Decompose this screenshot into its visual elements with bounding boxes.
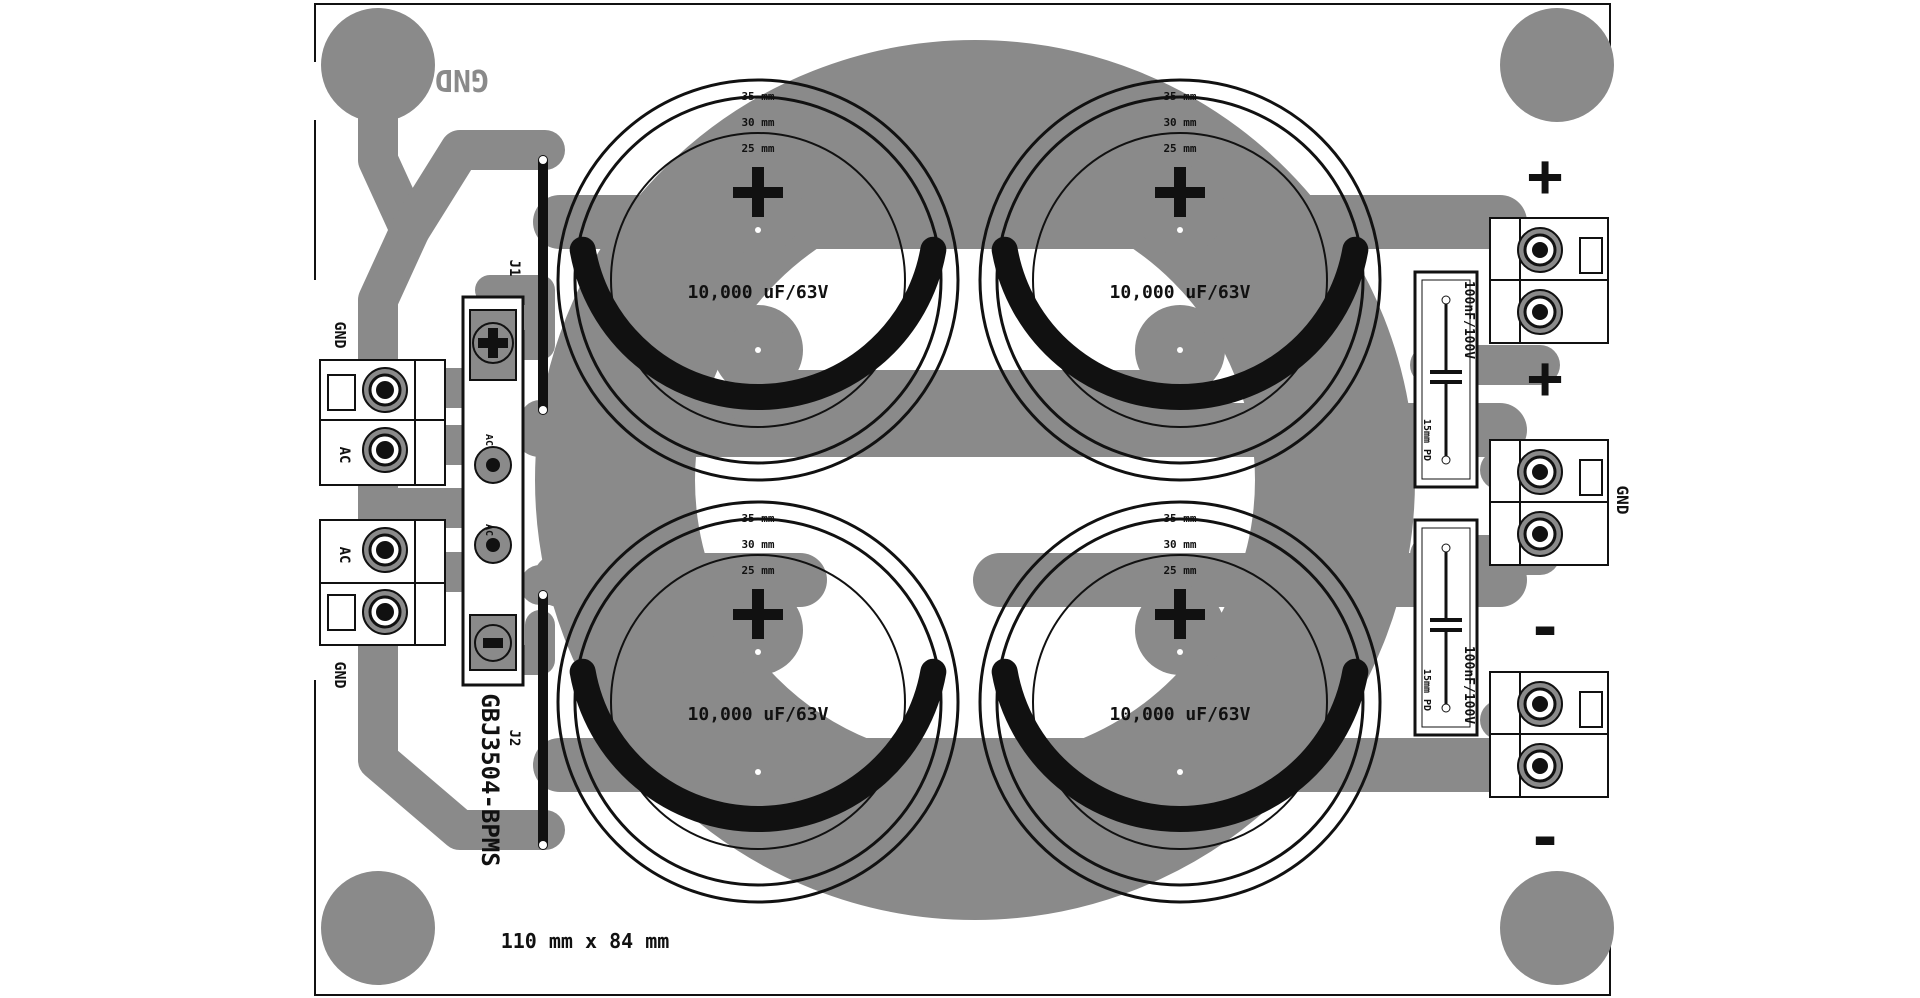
ring-label-outer: 35 mm [1163,512,1196,525]
cap-top-left: 35 mm 30 mm 25 mm 10,000 uF/63V [556,78,960,482]
ac-label-2: AC [336,547,352,564]
bridge-ac-label-1: AC [483,434,494,446]
cap-value-label: 10,000 uF/63V [1110,704,1251,725]
ring-label-inner: 25 mm [741,142,774,155]
ring-label-middle: 30 mm [1163,538,1196,551]
output-terminal-1 [1489,217,1609,344]
left-gnd-label-bottom: GND [331,661,349,688]
left-gnd-label-top: GND [331,321,349,348]
output-plus-label-1: + [1527,141,1563,211]
output-terminal-3 [1489,671,1609,798]
negative-band [991,658,1369,832]
film-capacitor-top [1413,270,1479,489]
output-connectors [1489,217,1609,798]
output-minus-label-1: - [1527,593,1563,663]
board-size-label: 110 mm x 84 mm [501,929,670,953]
cap-bottom-left: 35 mm 30 mm 25 mm 10,000 uF/63V [556,500,960,904]
capacitor-group: 35 mm 30 mm 25 mm 10,000 uF/63V 35 mm 30 mm 25… [556,78,1382,904]
negative-band [569,658,947,832]
output-minus-label-2: - [1527,803,1563,873]
small-cap-value-bottom: 100nF/100V [1461,646,1476,724]
cap-value-label: 10,000 uF/63V [1110,282,1251,303]
small-cap-pitch-top: 15mm PD [1421,419,1432,461]
board-outline [314,3,1611,996]
j2-label: J2 [506,730,522,747]
ac-connector-top [319,359,446,486]
ring-label-middle: 30 mm [741,538,774,551]
bridge-rectifier [461,295,525,687]
bridge-ac-label-2: AC [483,524,494,536]
ring-label-outer: 35 mm [741,90,774,103]
cap-bottom-right: 35 mm 30 mm 25 mm 10,000 uF/63V [978,500,1382,904]
negative-band [991,236,1369,410]
film-capacitor-bottom [1413,518,1479,737]
ring-label-inner: 25 mm [1163,142,1196,155]
j1-label: J1 [506,260,522,277]
ring-label-middle: 30 mm [1163,116,1196,129]
ring-label-outer: 35 mm [741,512,774,525]
ring-label-inner: 25 mm [741,564,774,577]
output-plus-label-2: + [1527,343,1563,413]
ac-connector-bottom [319,519,446,646]
small-cap-value-top: 100nF/100V [1461,281,1476,359]
output-terminal-2 [1489,439,1609,566]
small-cap-pitch-bottom: 15mm PD [1421,669,1432,711]
jumper-j1 [538,155,548,415]
labels: GND GND GND AC AC AC AC J1 J2 GBJ3504-BP… [331,62,1632,953]
ring-label-inner: 25 mm [1163,564,1196,577]
ring-label-middle: 30 mm [741,116,774,129]
cap-top-right: 35 mm 30 mm 25 mm 10,000 uF/63V [978,78,1382,482]
ring-label-outer: 35 mm [1163,90,1196,103]
cap-value-label: 10,000 uF/63V [688,282,829,303]
jumper-j2 [538,590,548,850]
cap-value-label: 10,000 uF/63V [688,704,829,725]
top-gnd-label: GND [435,62,489,97]
ac-label-1: AC [336,447,352,464]
part-number-label: GBJ3504-BPMS [476,693,504,866]
right-gnd-label: GND [1613,486,1632,515]
negative-band [569,236,947,410]
